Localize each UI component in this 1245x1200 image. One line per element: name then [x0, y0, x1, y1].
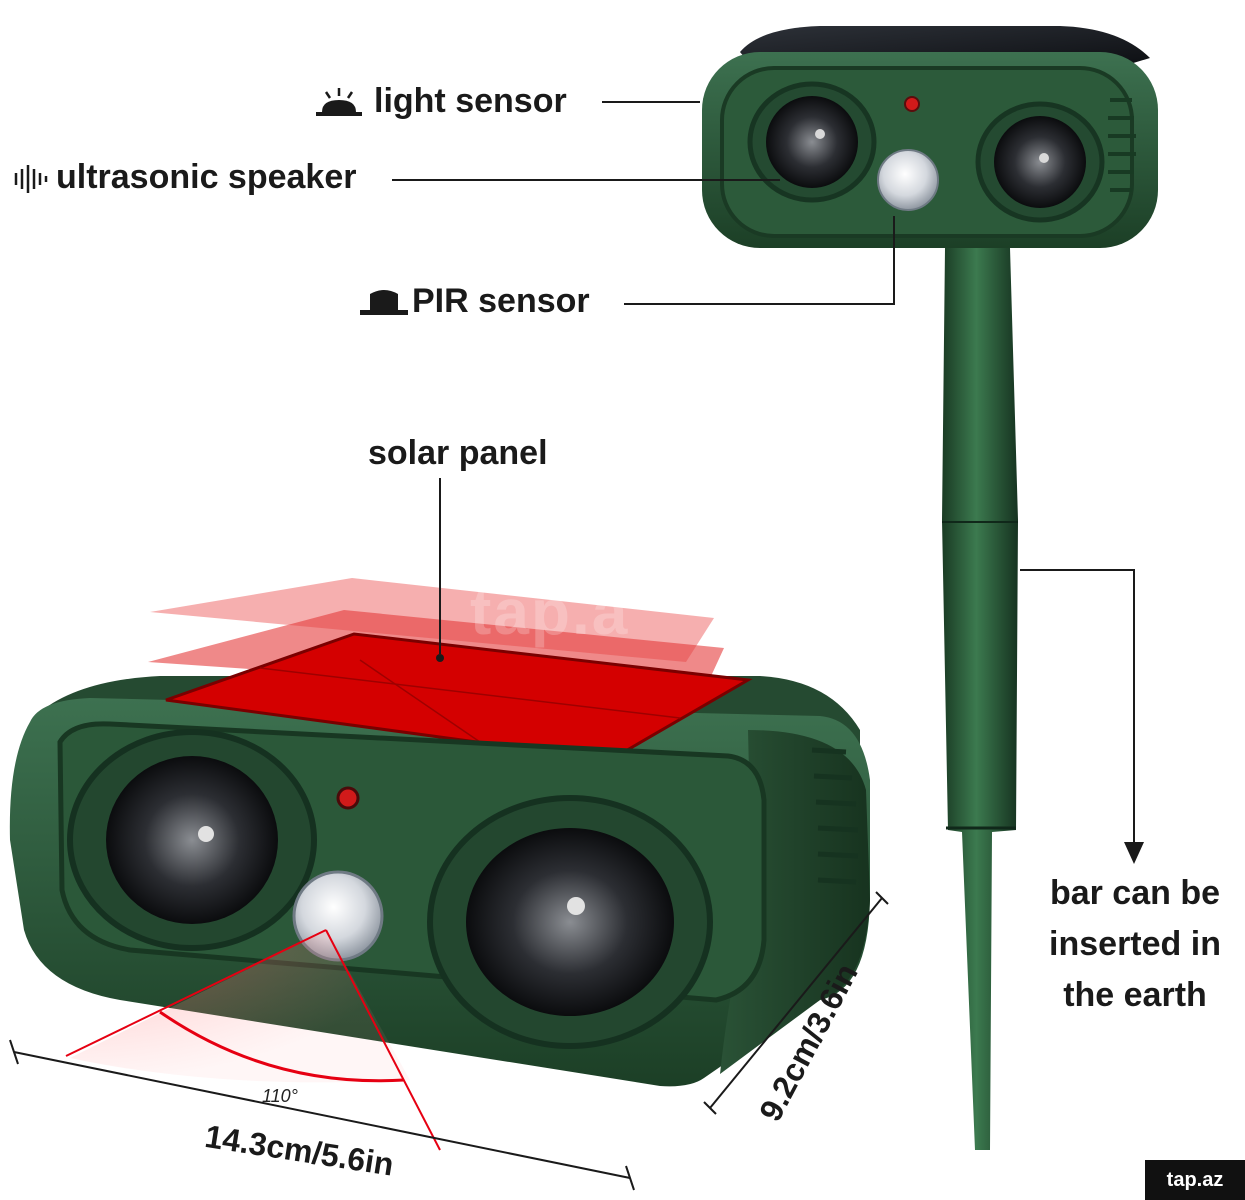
bar-arrowhead: [1124, 842, 1144, 864]
detection-angle-label: 110°: [262, 1086, 298, 1106]
stake-speaker-right: [994, 116, 1086, 208]
pir-sensor-label: PIR sensor: [412, 282, 590, 320]
main-speaker-right: [466, 828, 674, 1016]
main-vents: [811, 747, 859, 885]
main-light-sensor: [336, 786, 360, 810]
light-sensor-label: light sensor: [374, 82, 567, 120]
main-device: [9, 578, 871, 1151]
leader-lines: [392, 101, 1135, 852]
stake-speaker-left: [766, 96, 858, 188]
light-sensor-icon: [316, 88, 362, 116]
pir-sensor-icon: [360, 290, 408, 315]
stake-pir: [877, 149, 939, 211]
solar-panel-label: solar panel: [368, 434, 548, 472]
site-badge-text: tap.az: [1166, 1168, 1224, 1191]
main-solar-panel: [166, 634, 748, 760]
watermark: tap.a: [470, 576, 630, 648]
speaker-waves-icon: [14, 165, 48, 193]
leader-pir: [624, 216, 895, 305]
leader-bar: [1020, 569, 1135, 852]
stake-device: [702, 26, 1158, 1150]
stake-vents: [1108, 98, 1136, 192]
main-speaker-left: [106, 756, 278, 924]
site-badge[interactable]: tap.az: [1145, 1160, 1245, 1200]
stake-light-sensor: [904, 96, 920, 112]
dimension-lines: [9, 891, 889, 1191]
detection-fan: [70, 930, 410, 1083]
ultrasonic-speaker-label: ultrasonic speaker: [56, 158, 357, 196]
bar-note-label: bar can be inserted in the earth: [1049, 874, 1221, 1014]
stake-pole: [942, 248, 1018, 1150]
